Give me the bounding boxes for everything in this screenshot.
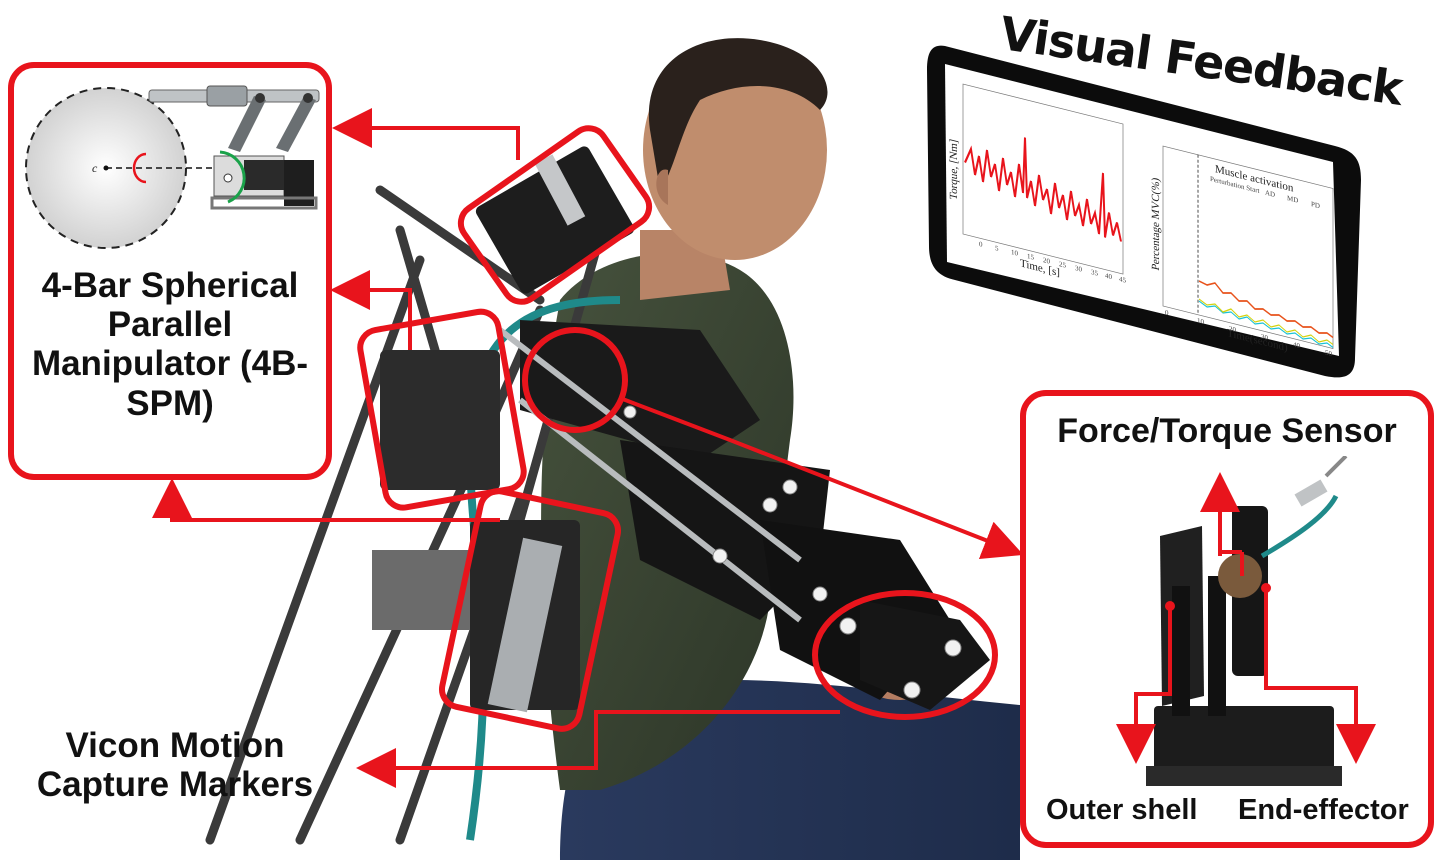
pd-signal (1198, 280, 1334, 339)
tick: 45 (1119, 275, 1126, 285)
tick: 0 (979, 240, 983, 249)
mid-actuator (380, 350, 500, 490)
arrow-mid-to-spm (330, 270, 412, 350)
ft-sensor-photo (1116, 456, 1376, 786)
arrow-upper-to-spm (332, 108, 520, 160)
tick: 10 (1197, 317, 1204, 327)
tick: 5 (995, 244, 999, 253)
outer-shell-label: Outer shell (1046, 794, 1198, 826)
muscle-ylabel: Percentage MVC(%) (1150, 176, 1162, 272)
highlight-upper-actuator (457, 125, 653, 305)
highlight-ft-sensor (522, 327, 628, 433)
rotation-arc-red (132, 152, 147, 184)
sensor-cable (1260, 494, 1339, 559)
arm-links (498, 320, 990, 710)
center-label: c (92, 161, 98, 175)
ft-sensor-label: Force/Torque Sensor (1057, 412, 1397, 450)
tick: 20 (1229, 325, 1236, 335)
md-signal (1198, 298, 1334, 345)
vicon-markers (623, 405, 962, 699)
torque-signal (964, 137, 1122, 242)
torque-ylabel: Torque, [Nm] (948, 138, 960, 201)
tick: 0 (1165, 309, 1169, 318)
ad-signal (1198, 300, 1334, 348)
tick: 35 (1091, 268, 1098, 278)
arrow-sensor-to-ft (619, 396, 1024, 559)
tick: 25 (1059, 260, 1066, 270)
upper-actuator (475, 146, 635, 294)
monitor-screen (945, 64, 1339, 356)
torque-x-ticks: 0 5 10 15 20 25 30 35 40 45 (979, 240, 1126, 285)
tick: 50 (1325, 349, 1332, 359)
tick: 30 (1261, 333, 1268, 343)
tick: 40 (1105, 272, 1112, 282)
highlight-lower-actuator (439, 488, 621, 732)
tick: 10 (1011, 248, 1018, 258)
spm-label: 4-Bar Spherical Parallel Manipulator (4B… (31, 266, 309, 423)
highlight-markers (812, 590, 998, 720)
legend-md: MD (1287, 194, 1298, 205)
spm-panel: c 4-Bar Spherical Parallel Manipulator (… (8, 62, 332, 480)
end-effector-label: End-effector (1238, 794, 1409, 826)
arrow-lower-to-spm (152, 478, 500, 522)
muscle-x-ticks: 0 10 20 30 40 50 (1165, 309, 1332, 359)
ft-sensor-panel: Force/Torque Sensor (1020, 390, 1434, 848)
tick: 20 (1043, 256, 1050, 266)
ear (656, 169, 668, 205)
end-effector-arrow (1264, 588, 1376, 764)
outer-shell-arrow (1116, 606, 1172, 764)
hair (648, 38, 828, 190)
tick: 40 (1293, 341, 1300, 351)
legend-ad: AD (1265, 189, 1275, 199)
feedback-monitor: Muscle activation Perturbation Start AD … (927, 45, 1361, 378)
highlight-mid-actuator (357, 308, 527, 511)
vicon-label: Vicon Motion Capture Markers (36, 726, 314, 805)
spm-diagram: c (25, 85, 320, 249)
arrow-markers-to-vicon (356, 710, 840, 788)
tick: 30 (1075, 264, 1082, 274)
rotation-arc-green (219, 150, 246, 204)
tick: 15 (1027, 252, 1034, 262)
legend-pd: PD (1311, 200, 1320, 210)
